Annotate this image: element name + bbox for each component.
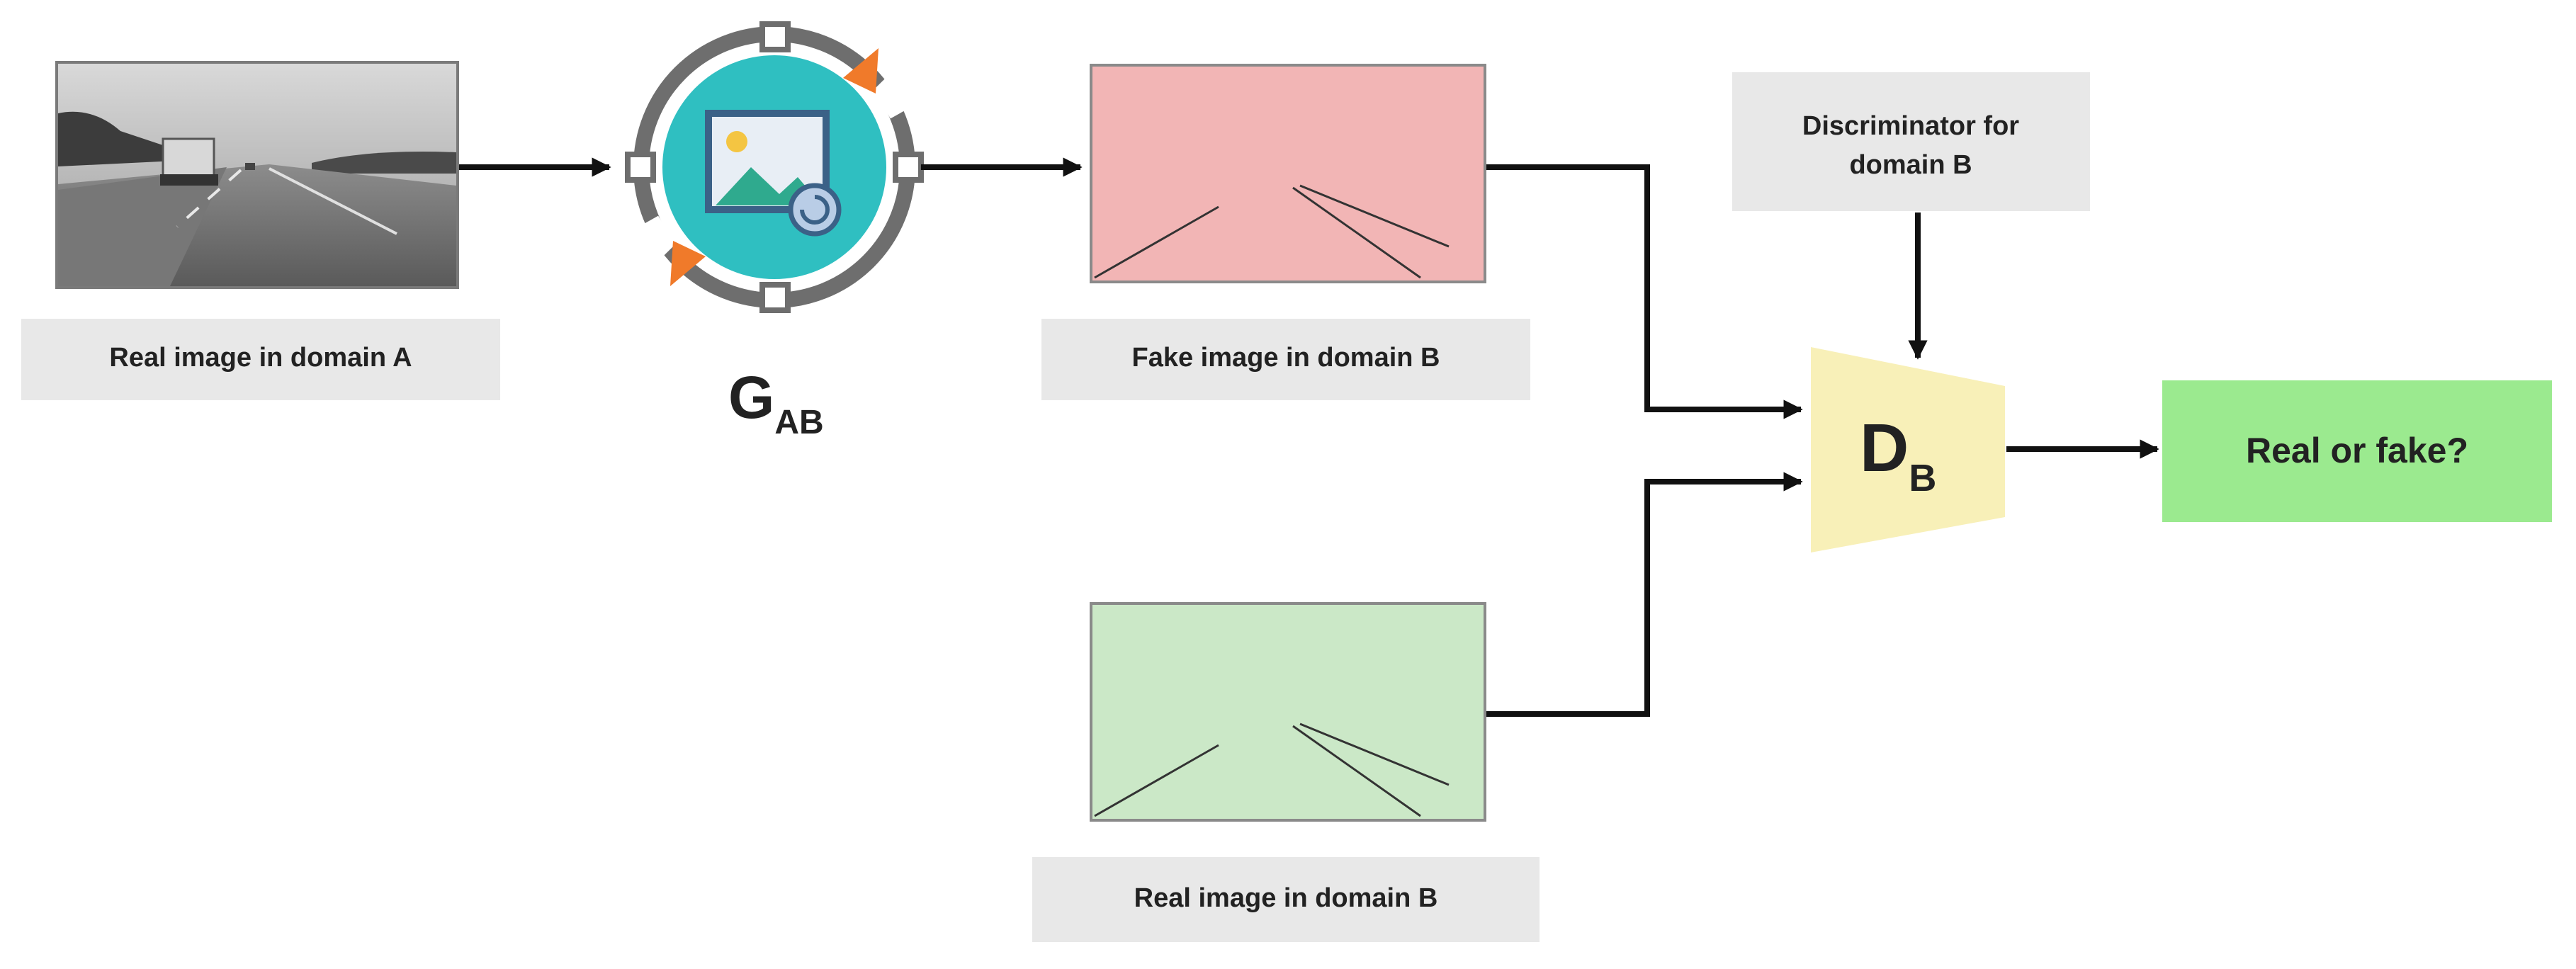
arrow-fake-b-to-discriminator bbox=[1486, 164, 1803, 419]
discriminator-note-line1: Discriminator for bbox=[1802, 111, 2019, 141]
discriminator-label: DB bbox=[1860, 410, 1936, 499]
discriminator-note-box bbox=[1732, 72, 2090, 211]
output-box bbox=[2162, 380, 2552, 522]
output-label: Real or fake? bbox=[2246, 431, 2468, 470]
real-image-domain-b-label-box bbox=[1032, 857, 1540, 942]
arrow-real-b-to-discriminator bbox=[1486, 472, 1803, 717]
image-transform-icon bbox=[625, 21, 924, 313]
real-image-domain-b bbox=[1090, 602, 1486, 822]
real-image-domain-a-label-box bbox=[21, 319, 500, 400]
real-image-domain-a-label: Real image in domain A bbox=[109, 343, 412, 373]
generator-label: GAB bbox=[728, 364, 824, 441]
fake-image-domain-b-label-box bbox=[1041, 319, 1530, 400]
real-image-domain-a bbox=[55, 61, 459, 289]
real-image-domain-b-label: Real image in domain B bbox=[1134, 883, 1438, 913]
fake-image-domain-b bbox=[1090, 64, 1486, 283]
discriminator-block bbox=[1811, 347, 2005, 552]
fake-image-domain-b-label: Fake image in domain B bbox=[1132, 343, 1440, 373]
discriminator-note-line2: domain B bbox=[1849, 150, 1972, 180]
